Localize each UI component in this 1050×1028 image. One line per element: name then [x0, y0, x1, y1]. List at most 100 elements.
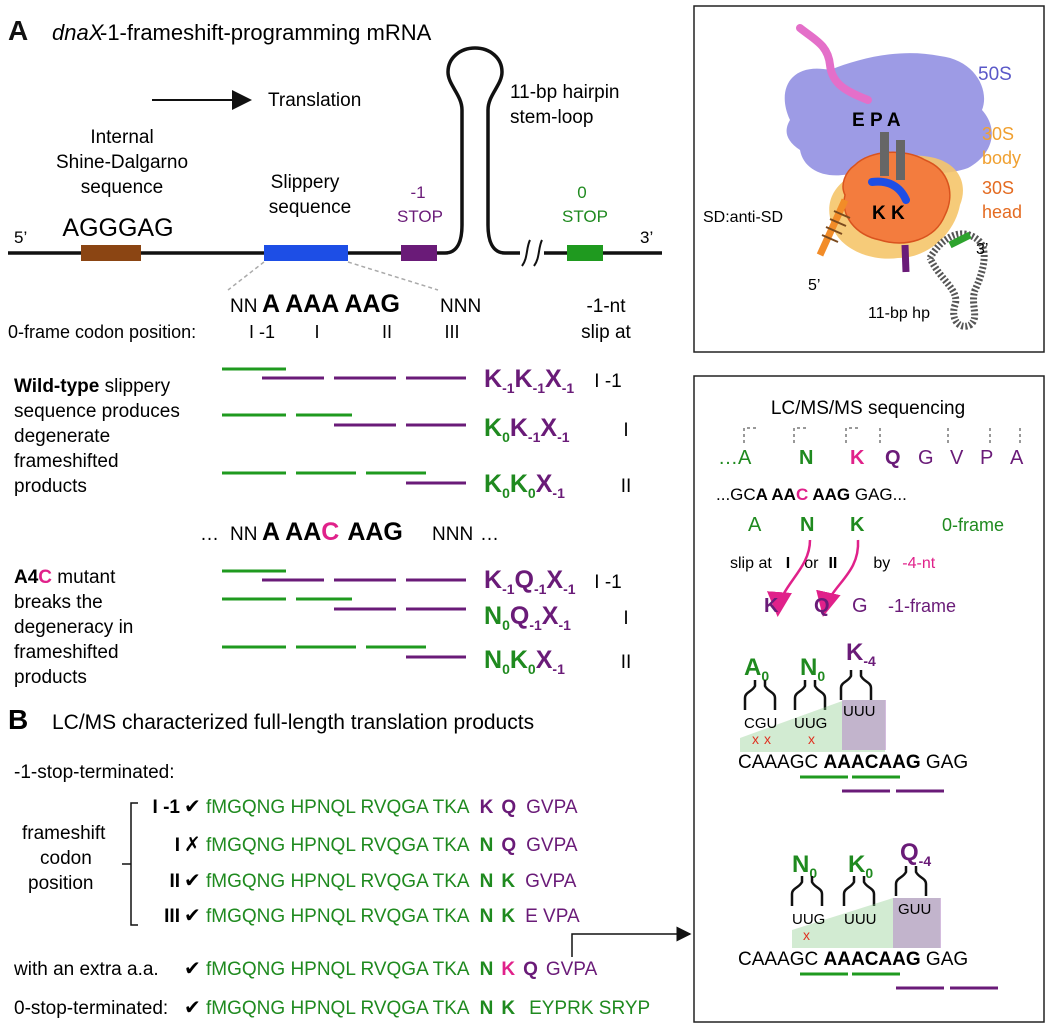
wt-product-row-3: K0K0X-1: [484, 470, 565, 501]
slippery-box: [264, 245, 348, 261]
minus1-frame-g: G: [852, 595, 868, 617]
zero-stop-mark: ✔: [184, 997, 201, 1019]
b-row-4-pos: III: [164, 906, 180, 927]
stop-zero-label-2: STOP: [562, 207, 608, 226]
b-row-3-pos: II: [169, 871, 180, 892]
label-ribosome-5prime: 5’: [808, 277, 820, 294]
wt-description-bold: Wild-type: [14, 376, 99, 397]
peptide-k: K: [850, 447, 865, 469]
slippery-label-1: Slippery: [271, 172, 340, 193]
mut-slip-pos-1: I -1: [594, 572, 621, 593]
wt-seq-core: A AAA AAG: [262, 290, 400, 318]
zero-stop-label: 0-stop-terminated:: [14, 998, 168, 1019]
mut-seq-dots-left: …: [200, 524, 219, 545]
extra-aa-arrow: [571, 926, 692, 957]
lcms-title: LC/MS/MS sequencing: [771, 398, 965, 419]
top-anticodon-3: UUU: [843, 703, 876, 720]
mut-description-line-4: frameshifted: [14, 642, 119, 663]
mut-seq-nnn: NNN: [432, 524, 473, 545]
bottom-anticodon-1: UUG: [792, 911, 825, 928]
minus1-frame-k: K: [764, 595, 779, 617]
top-anticodon-1: CGU: [744, 715, 777, 732]
bottom-trna-3-aa: Q-4: [900, 839, 931, 869]
bottom-anticodon-2: UUU: [844, 911, 877, 928]
nascent-peptide: [796, 24, 872, 104]
panel-a-title-gene: dnaX: [52, 20, 105, 45]
label-30s-head-2: head: [982, 202, 1022, 222]
panel-b-letter: B: [8, 704, 28, 735]
wt-frame-lines: [222, 367, 466, 485]
sd-sequence: AGGGAG: [62, 214, 173, 242]
label-50s: 50S: [978, 64, 1012, 85]
codon-position-label: 0-frame codon position:: [8, 322, 196, 342]
bottom-trna-shapes: [790, 866, 928, 906]
trna-a-site: [896, 140, 905, 180]
zero-frame-a: A: [748, 514, 762, 536]
slippery-label-2: sequence: [269, 197, 351, 218]
sd-helix: [816, 198, 849, 257]
frameshift-bracket: [130, 802, 138, 926]
codon-pos-i: I: [314, 322, 319, 342]
sd-box: [81, 245, 141, 261]
wt-description-line-1: Wild-type slippery: [14, 376, 171, 397]
slip-at-label-1: -1-nt: [586, 296, 626, 317]
minus1-frame-q: Q: [814, 595, 830, 617]
b-row-2-pos: I: [175, 835, 180, 856]
peptide-n: N: [799, 447, 813, 469]
wt-description-line-5: products: [14, 476, 87, 497]
mut-description-line-5: products: [14, 667, 87, 688]
slip-arrow-1: [767, 539, 812, 617]
stop-zero-label-1: 0: [577, 183, 586, 202]
mut-description-line-1: A4C mutant: [14, 567, 116, 588]
mut-description-line-3: degeneracy in: [14, 617, 133, 638]
slip-arrow-2: [816, 539, 860, 617]
label-11bp-hp: 11-bp hp: [868, 305, 930, 322]
top-trna-1-aa: A0: [744, 654, 769, 684]
stop-minus1-label-2: STOP: [397, 207, 443, 226]
b-row-1-pos: I -1: [153, 797, 181, 818]
wt-product-row-2: K0K-1X-1: [484, 414, 570, 445]
wt-description-rest: slippery: [99, 376, 170, 397]
hairpin-label-1: 11-bp hairpin: [510, 82, 620, 103]
top-purple-shade: [842, 700, 886, 750]
mut-description-line-2: breaks the: [14, 592, 103, 613]
five-prime-label: 5’: [14, 228, 27, 247]
label-kk: K K: [872, 203, 905, 224]
label-sd-anti-sd: SD:anti-SD: [703, 209, 783, 226]
frameshift-label-1: frameshift: [22, 823, 106, 844]
top-anticodon-2: UUG: [794, 715, 827, 732]
mut-frame-lines: [222, 569, 466, 659]
lcms-dna-seq: ...GCA AAC AAG GAG...: [716, 485, 907, 504]
trna-p-site: [880, 132, 889, 176]
mut-product-row-1: K-1Q-1X-1: [484, 566, 576, 597]
stop-minus1-box: [401, 245, 437, 261]
codon-pos-i-minus1: I -1: [249, 322, 275, 342]
minus1-stop-label: -1-stop-terminated:: [14, 762, 175, 783]
wt-product-row-1: K-1K-1X-1: [484, 365, 574, 396]
stop-zero-box: [567, 245, 603, 261]
b-row-3-mark: ✔: [184, 870, 201, 892]
wt-slip-pos-1: I -1: [594, 371, 621, 392]
mut-slip-pos-2: I: [623, 608, 628, 629]
slip-at-label-2: slip at: [581, 322, 631, 343]
b-row-1-mark: ✔: [184, 796, 201, 818]
stop-minus1-label-1: -1: [410, 183, 425, 202]
mut-seq-nn: NN: [230, 524, 257, 545]
peptide-g: G: [918, 447, 934, 469]
bottom-anticodon-3: GUU: [898, 901, 931, 918]
label-epa-sites: E P A: [852, 110, 901, 131]
bottom-trna-1-aa: N0: [792, 851, 817, 881]
sd-basepairs: [821, 210, 851, 243]
b-row-2-mark: ✗: [184, 834, 201, 856]
label-30s-body-2: body: [982, 148, 1021, 168]
frameshift-label-2: codon: [40, 848, 92, 869]
codon-pos-iii: III: [444, 322, 459, 342]
peptide-a: …A: [718, 447, 752, 469]
slippery-mrna: [868, 177, 910, 204]
wt-slip-pos-3: II: [621, 476, 632, 497]
panel-b-title: LC/MS characterized full-length translat…: [52, 711, 534, 734]
